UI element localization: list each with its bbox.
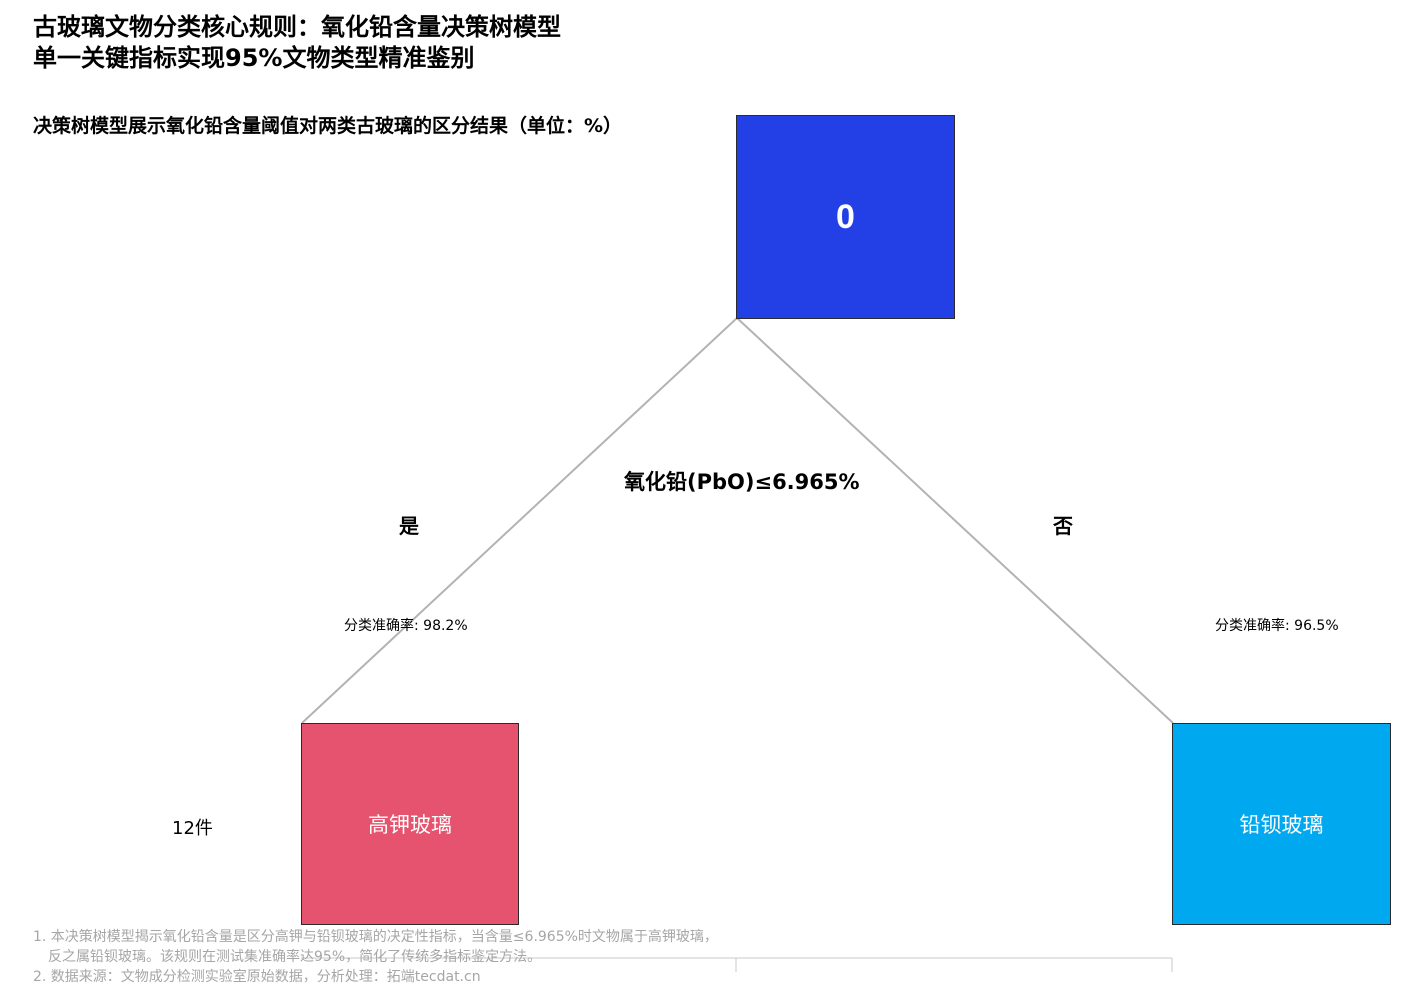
title-line-1: 古玻璃文物分类核心规则：氧化铅含量决策树模型: [33, 13, 561, 41]
root-node-label: 0: [836, 197, 855, 236]
footnotes: 1. 本决策树模型揭示氧化铅含量是区分高钾与铅钡玻璃的决定性指标，当含量≤6.9…: [33, 927, 718, 987]
footnote-1-cont: 反之属铅钡玻璃。该规则在测试集准确率达95%，简化了传统多指标鉴定方法。: [48, 949, 542, 965]
left-leaf-label: 高钾玻璃: [368, 813, 452, 837]
page-title: 古玻璃文物分类核心规则：氧化铅含量决策树模型 单一关键指标实现95%文物类型精准…: [33, 12, 561, 74]
left-accuracy: 分类准确率: 98.2%: [344, 618, 468, 634]
right-leaf-label: 铅钡玻璃: [1239, 813, 1324, 837]
bottom-axis: [301, 957, 1173, 972]
page-subtitle: 决策树模型展示氧化铅含量阈值对两类古玻璃的区分结果（单位：%）: [33, 115, 623, 137]
title-line-2: 单一关键指标实现95%文物类型精准鉴别: [33, 44, 475, 72]
left-leaf-count: 12件: [172, 818, 213, 839]
left-leaf-node: 高钾玻璃: [301, 723, 519, 925]
split-condition: 氧化铅(PbO)≤6.965%: [624, 470, 860, 494]
right-accuracy: 分类准确率: 96.5%: [1215, 618, 1339, 634]
root-node: 0: [736, 115, 955, 319]
right-leaf-node: 铅钡玻璃: [1172, 723, 1391, 925]
edge-yes: [301, 317, 738, 724]
yes-branch-label: 是: [399, 514, 419, 538]
footnote-2: 2. 数据来源：文物成分检测实验室原始数据，分析处理：拓端tecdat.cn: [33, 969, 481, 985]
no-branch-label: 否: [1053, 514, 1073, 538]
edge-no: [736, 317, 1174, 724]
footnote-1: 1. 本决策树模型揭示氧化铅含量是区分高钾与铅钡玻璃的决定性指标，当含量≤6.9…: [33, 929, 718, 945]
